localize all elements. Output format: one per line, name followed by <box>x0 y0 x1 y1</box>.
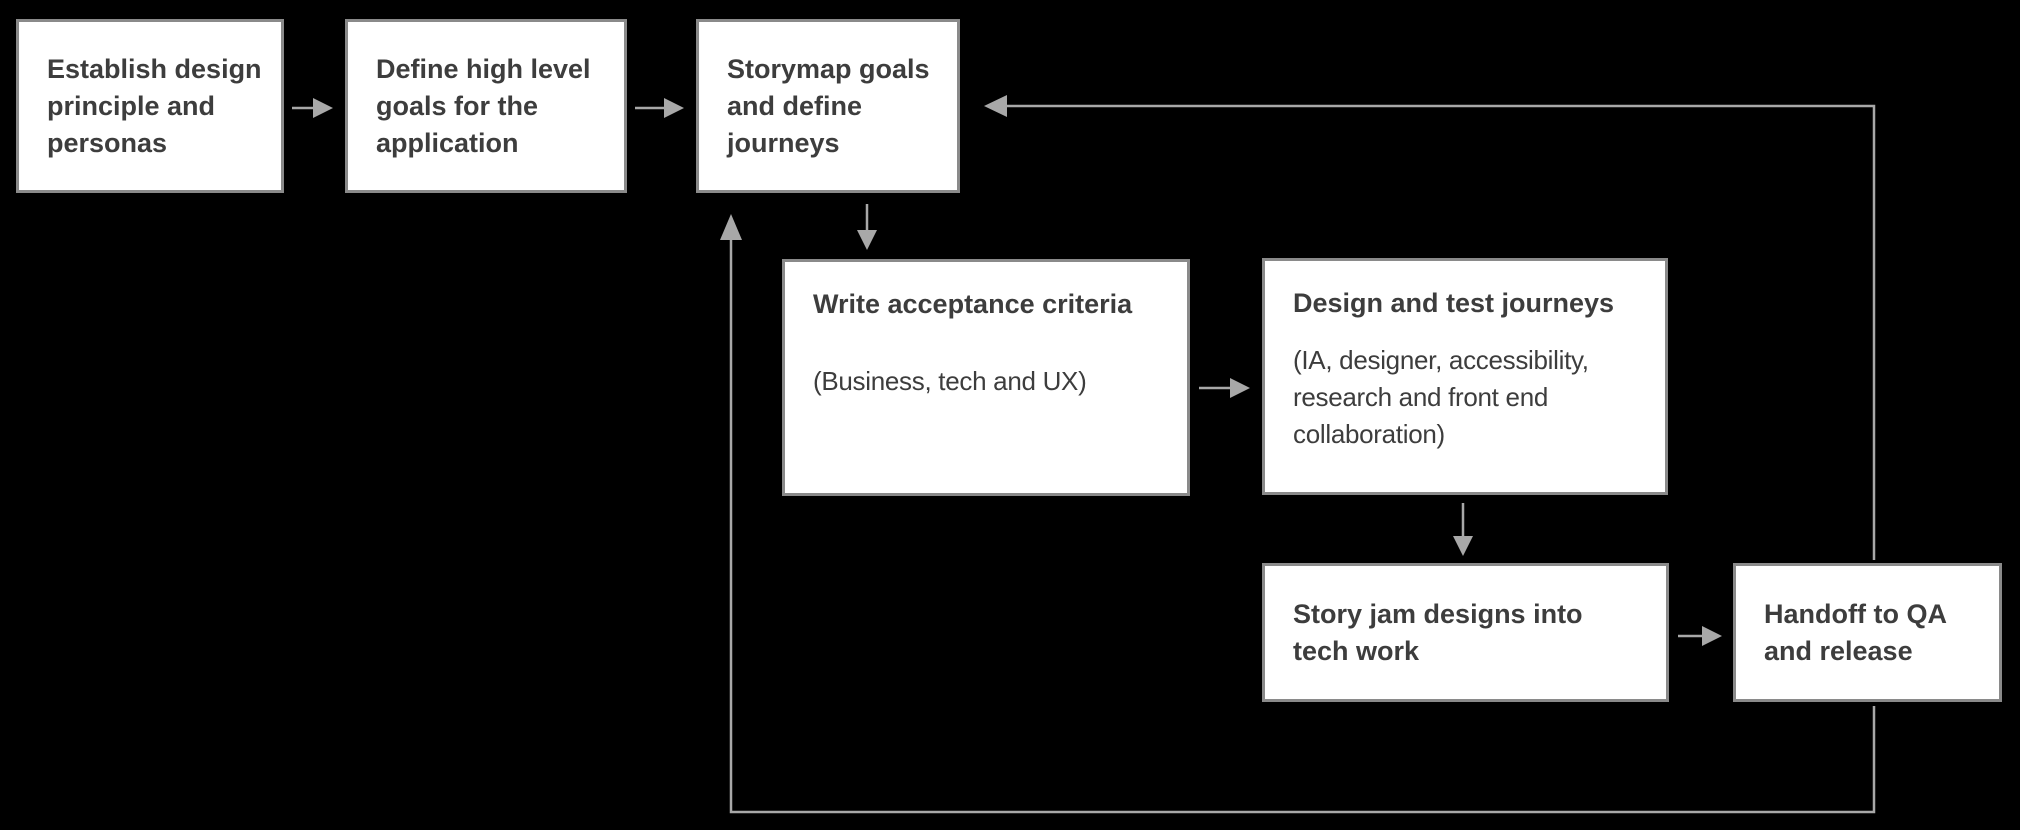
node-handoff-qa-release: Handoff to QA and release <box>1733 563 2002 702</box>
node-label: Define high level goals for the applicat… <box>376 53 591 158</box>
node-subtitle: (IA, designer, accessibility, research a… <box>1293 345 1589 449</box>
node-write-acceptance-criteria: Write acceptance criteria (Business, tec… <box>782 259 1190 496</box>
node-design-and-test-journeys: Design and test journeys (IA, designer, … <box>1262 258 1668 495</box>
node-label: Establish design principle and personas <box>47 53 262 158</box>
arrow-storymap-to-acceptance <box>857 204 877 250</box>
arrow-establish-to-define-goals <box>292 98 333 118</box>
node-subtitle: (Business, tech and UX) <box>813 366 1087 396</box>
node-label: Story jam designs into tech work <box>1293 598 1583 666</box>
arrow-story-jam-to-handoff <box>1678 626 1722 646</box>
node-title: Design and test journeys <box>1293 288 1615 318</box>
node-title: Write acceptance criteria <box>813 289 1133 319</box>
arrow-define-goals-to-storymap <box>635 98 684 118</box>
node-storymap-goals: Storymap goals and define journeys <box>696 19 960 193</box>
node-label: Storymap goals and define journeys <box>727 53 930 158</box>
feedback-arrow-handoff-to-storymap-top <box>984 95 1876 560</box>
node-label: Handoff to QA and release <box>1764 598 1947 666</box>
node-define-high-level-goals: Define high level goals for the applicat… <box>345 19 627 193</box>
node-story-jam-designs: Story jam designs into tech work <box>1262 563 1669 702</box>
arrow-design-test-to-story-jam <box>1453 503 1473 556</box>
feedback-arrow-handoff-to-storymap-bottom <box>720 214 1876 814</box>
arrow-acceptance-to-design-test <box>1199 378 1250 398</box>
node-establish-design-principles: Establish design principle and personas <box>16 19 284 193</box>
